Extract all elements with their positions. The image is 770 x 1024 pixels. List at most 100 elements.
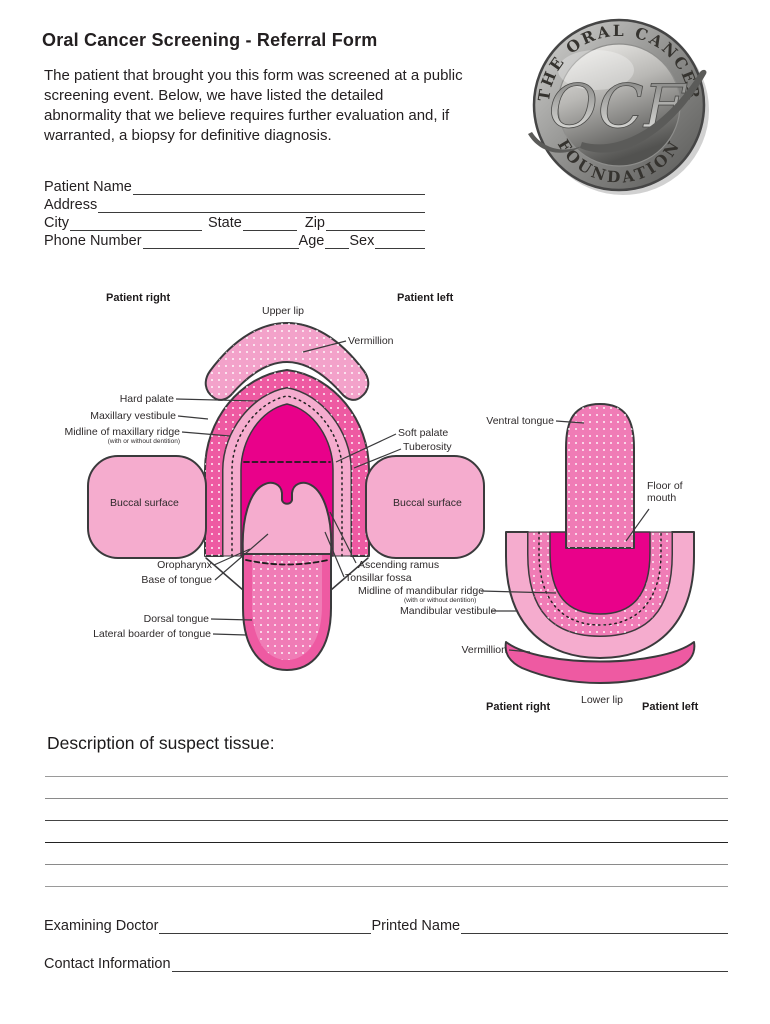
- vermillion-bottom-label: Vermillion: [461, 644, 507, 656]
- base-of-tongue-label: Base of tongue: [141, 574, 212, 586]
- intro-paragraph: The patient that brought you this form w…: [44, 67, 463, 144]
- midline-maxillary-ridge-label: Midline of maxillary ridge: [64, 426, 180, 438]
- description-line-3[interactable]: [45, 820, 728, 821]
- phone-age-sex-row: Phone Number Age Sex: [44, 231, 425, 249]
- tonsillar-fossa-line: [324, 531, 345, 578]
- upper-lip-dots: [205, 323, 369, 400]
- hard-palate-label: Hard palate: [119, 393, 174, 405]
- mandibular-ridge-dotted-line: [538, 531, 662, 626]
- upper-lip-label: Upper lip: [262, 305, 305, 317]
- contact-row: Contact Information: [44, 952, 728, 972]
- base-of-tongue-region: [241, 481, 333, 555]
- city-field[interactable]: [69, 215, 202, 231]
- description-heading: Description of suspect tissue:: [47, 733, 275, 753]
- tuberosity-line: [353, 448, 402, 469]
- maxillary-vestibule-label: Maxillary vestibule: [90, 410, 176, 422]
- patient-right-top-label: Patient right: [106, 292, 171, 304]
- patient-name-row: Patient Name: [44, 177, 425, 195]
- floor-of-mouth-label-line1: Floor of: [647, 480, 683, 492]
- state-field[interactable]: [242, 215, 297, 231]
- dorsal-tongue-line: [210, 618, 253, 621]
- lateral-tongue-border-region: [242, 547, 332, 671]
- age-label: Age: [298, 233, 325, 249]
- phone-label: Phone Number: [44, 233, 142, 249]
- maxillary-vestibule-band: [222, 387, 352, 557]
- mandibular-vestibule-label: Mandibular vestibule: [400, 605, 497, 617]
- mandibular-ridge-dots: [528, 532, 672, 636]
- description-line-1[interactable]: [45, 776, 728, 777]
- floor-of-mouth-label-line2: mouth: [647, 491, 677, 504]
- mandibular-vestibule-band: [505, 531, 695, 659]
- ascending-ramus-line: [329, 511, 357, 564]
- vermillion-arch-band: [204, 369, 370, 557]
- address-label: Address: [44, 197, 98, 213]
- soft-palate-line: [335, 433, 397, 463]
- age-field[interactable]: [325, 233, 350, 249]
- logo-swoosh-left: [528, 132, 582, 153]
- vermillion-top-label: Vermillion: [348, 335, 394, 347]
- lower-lip-label: Lower lip: [581, 694, 624, 706]
- midline-mandibular-ridge-label: Midline of mandibular ridge: [358, 585, 485, 597]
- palate-region: [240, 403, 334, 557]
- buccal-surface-right-label: Buccal surface: [393, 497, 462, 509]
- ventral-tongue-line: [555, 420, 585, 424]
- lateral-boarder-line: [212, 633, 247, 636]
- printed-name-label: Printed Name: [371, 918, 461, 934]
- oropharynx-label: Oropharynx: [157, 559, 212, 571]
- zip-label: Zip: [304, 215, 325, 231]
- soft-palate-label: Soft palate: [398, 427, 449, 439]
- midline-maxillary-line: [181, 431, 231, 437]
- dorsal-tongue-label: Dorsal tongue: [143, 613, 209, 625]
- contact-information-field[interactable]: [171, 956, 728, 972]
- description-line-2[interactable]: [45, 798, 728, 799]
- address-row: Address: [44, 195, 425, 213]
- oropharynx-line: [213, 548, 251, 566]
- maxillary-vestibule-line: [177, 415, 209, 420]
- logo-monogram: OCF: [549, 72, 688, 142]
- ventral-tongue-label: Ventral tongue: [486, 415, 554, 427]
- mandibular-ridge-band: [527, 531, 673, 637]
- patient-info-section: Patient Name Address City State Zip Phon…: [44, 177, 425, 249]
- examining-doctor-field[interactable]: [159, 918, 372, 934]
- logo-swoosh-right: [580, 69, 707, 153]
- dorsal-tongue-region: [252, 548, 322, 660]
- lower-lip-region: [504, 641, 696, 684]
- sex-field[interactable]: [375, 233, 425, 249]
- vermillion-arch-dots: [205, 370, 369, 556]
- examining-doctor-label: Examining Doctor: [44, 918, 159, 934]
- patient-left-top-label: Patient left: [397, 292, 454, 304]
- dentition-note-top: (with or without dentition): [107, 438, 180, 445]
- city-state-zip-row: City State Zip: [44, 213, 425, 231]
- description-line-4[interactable]: [45, 842, 728, 843]
- address-field[interactable]: [98, 197, 425, 213]
- midline-mandibular-line: [480, 590, 557, 594]
- ventral-tongue-region: [565, 403, 635, 549]
- floor-of-mouth-line: [625, 508, 650, 542]
- description-line-6[interactable]: [45, 886, 728, 887]
- doctor-row: Examining Doctor Printed Name: [44, 914, 728, 934]
- contact-information-label: Contact Information: [44, 956, 171, 972]
- lateral-boarder-of-tongue-label: Lateral boarder of tongue: [93, 628, 211, 640]
- zip-field[interactable]: [326, 215, 425, 231]
- lower-jaw-view: [504, 403, 696, 684]
- state-label: State: [207, 215, 242, 231]
- hard-palate-line: [175, 398, 259, 402]
- ascending-ramus-label: Ascending ramus: [358, 559, 440, 571]
- dorsal-tongue-dots: [252, 548, 322, 660]
- upper-lip-region: [204, 322, 370, 401]
- page-title: Oral Cancer Screening - Referral Form: [42, 30, 378, 50]
- printed-name-field[interactable]: [461, 918, 728, 934]
- floor-of-mouth-region: [549, 531, 651, 615]
- city-label: City: [44, 215, 69, 231]
- description-line-5[interactable]: [45, 864, 728, 865]
- patient-name-field[interactable]: [132, 179, 425, 195]
- patient-right-bottom-label: Patient right: [486, 701, 551, 713]
- phone-field[interactable]: [142, 233, 299, 249]
- sex-label: Sex: [349, 233, 375, 249]
- vermillion-top-line: [302, 340, 347, 353]
- base-of-tongue-line: [214, 533, 269, 581]
- vermillion-bottom-line: [508, 649, 531, 653]
- tuberosity-label: Tuberosity: [403, 441, 452, 453]
